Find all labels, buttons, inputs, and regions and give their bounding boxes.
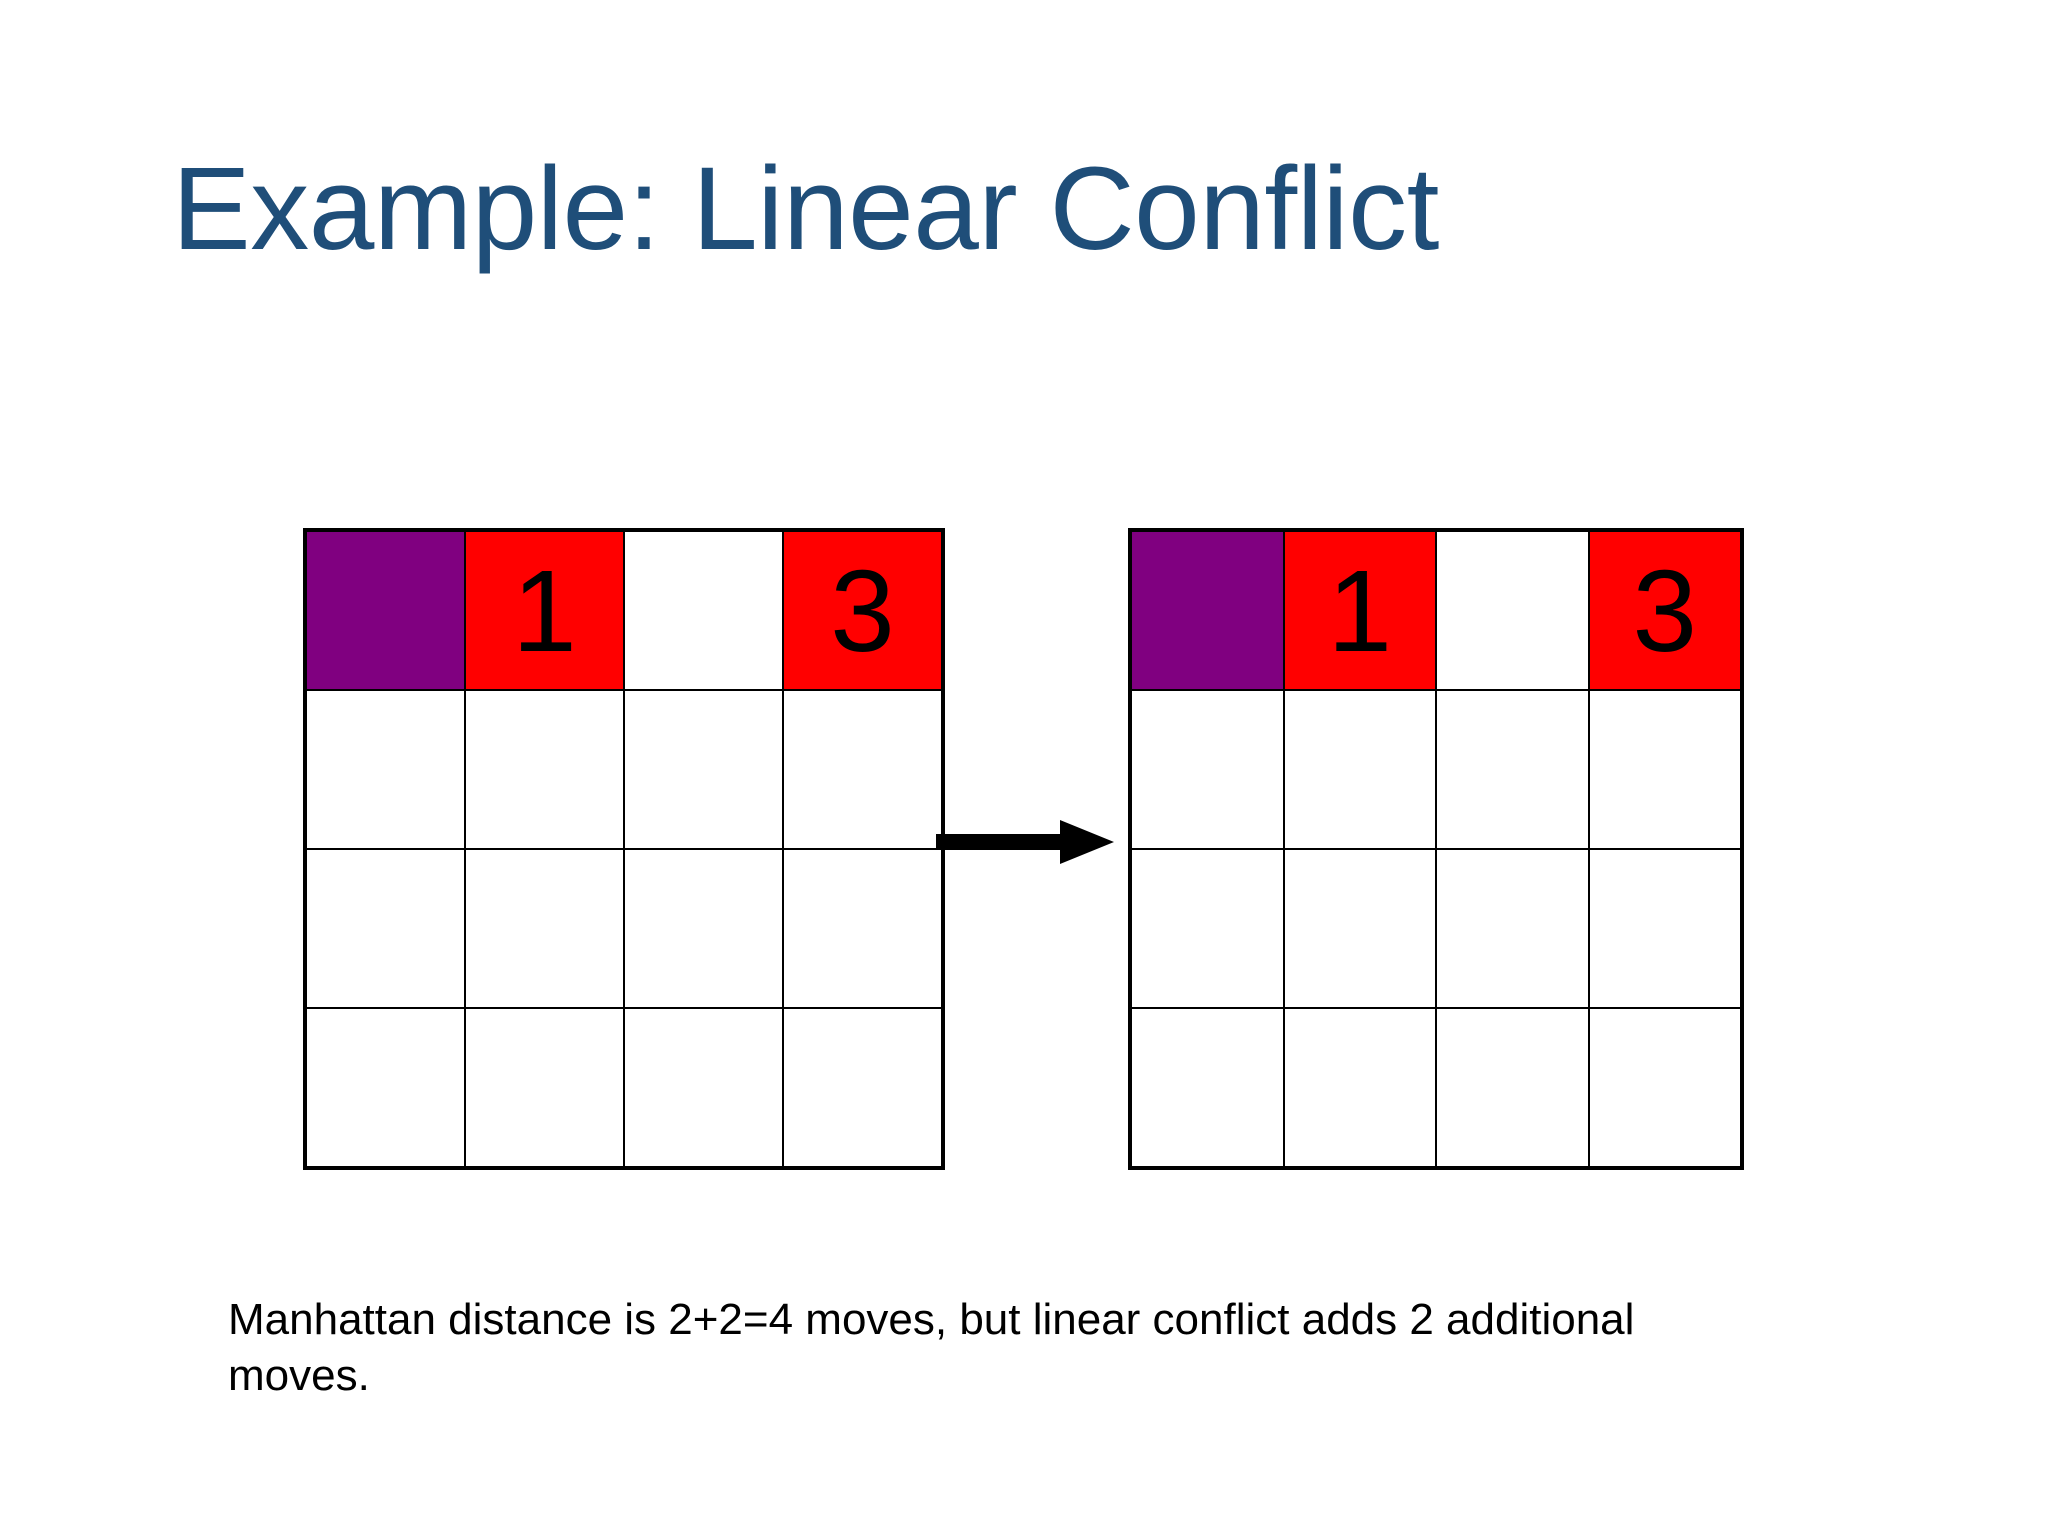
- puzzle-tile[interactable]: [465, 690, 624, 849]
- puzzle-tile[interactable]: [1588, 690, 1741, 849]
- caption-text: Manhattan distance is 2+2=4 moves, but l…: [228, 1295, 1635, 1401]
- puzzle-tile[interactable]: [624, 849, 783, 1008]
- puzzle-tile[interactable]: [783, 849, 942, 1008]
- puzzle-tile[interactable]: 1: [465, 531, 624, 690]
- puzzle-tile[interactable]: [465, 1008, 624, 1167]
- puzzle-tile[interactable]: [1283, 849, 1436, 1008]
- puzzle-tile[interactable]: [1131, 1008, 1284, 1167]
- puzzle-tile[interactable]: [1436, 531, 1589, 690]
- puzzle-tile[interactable]: 3: [1588, 531, 1741, 690]
- puzzle-tile[interactable]: 1: [1283, 531, 1436, 690]
- puzzle-tile[interactable]: [1131, 690, 1284, 849]
- page-title: Example: Linear Conflict: [172, 143, 1439, 275]
- puzzle-tile[interactable]: [306, 1008, 465, 1167]
- puzzle-tile[interactable]: [306, 849, 465, 1008]
- puzzle-tile[interactable]: [783, 690, 942, 849]
- puzzle-tile[interactable]: [624, 1008, 783, 1167]
- puzzle-tile[interactable]: 3: [783, 531, 942, 690]
- puzzle-tile[interactable]: [1283, 1008, 1436, 1167]
- puzzle-tile[interactable]: [1436, 849, 1589, 1008]
- puzzle-tile[interactable]: [1131, 849, 1284, 1008]
- right-arrow-icon: [936, 820, 1114, 864]
- puzzle-tile[interactable]: [1131, 531, 1284, 690]
- puzzle-tile[interactable]: [1436, 1008, 1589, 1167]
- puzzle-tile[interactable]: [1588, 1008, 1741, 1167]
- puzzle-tile[interactable]: [306, 531, 465, 690]
- puzzle-tile[interactable]: [465, 849, 624, 1008]
- puzzle-tile[interactable]: [306, 690, 465, 849]
- puzzle-tile[interactable]: [1588, 849, 1741, 1008]
- puzzle-tile[interactable]: [1283, 690, 1436, 849]
- puzzle-tile[interactable]: [783, 1008, 942, 1167]
- puzzle-tile[interactable]: [624, 690, 783, 849]
- puzzle-tile[interactable]: [1436, 690, 1589, 849]
- puzzle-tile[interactable]: [624, 531, 783, 690]
